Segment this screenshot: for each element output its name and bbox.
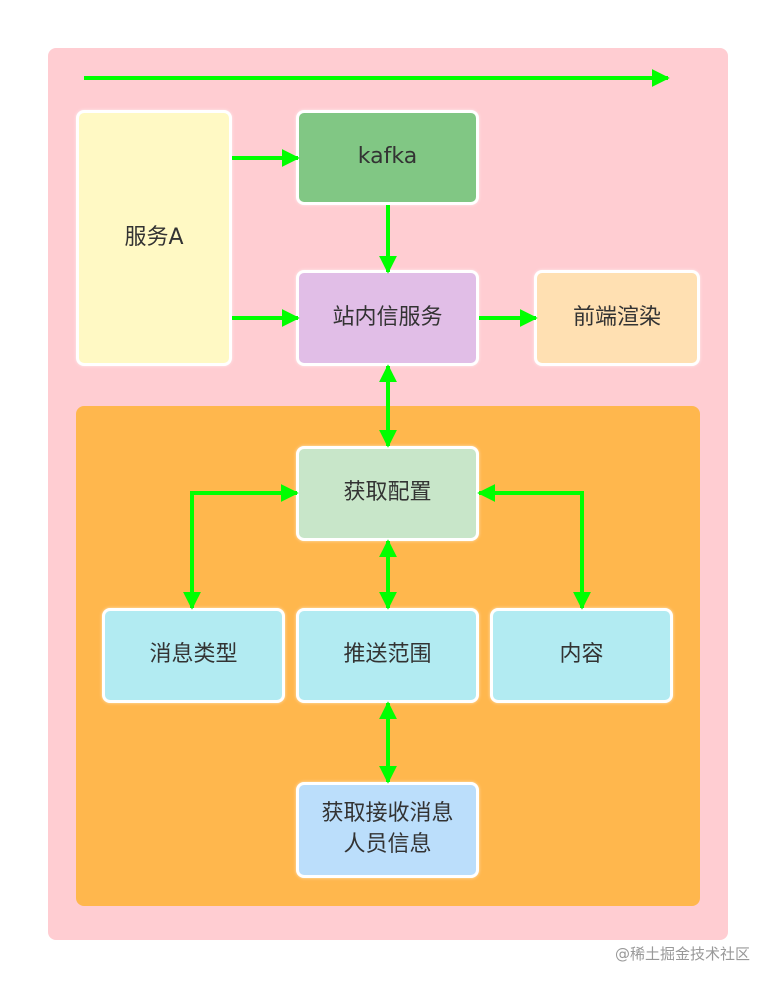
node-label: 推送范围 xyxy=(343,642,432,668)
node-label: kafka xyxy=(357,144,418,170)
node-label: 站内信服务 xyxy=(332,304,443,330)
node-frontend-render[interactable]: 前端渲染 xyxy=(534,270,700,366)
node-label: 前端渲染 xyxy=(572,304,661,330)
node-label: 获取配置 xyxy=(343,480,432,506)
node-label: 获取接收消息人员信息 xyxy=(321,801,454,857)
node-label: 服务A xyxy=(124,224,184,250)
node-label: 消息类型 xyxy=(149,642,238,668)
node-label: 内容 xyxy=(559,642,604,668)
arrow-config-content xyxy=(477,484,591,610)
arrow-config-message-type xyxy=(183,484,299,610)
node-get-recipients[interactable]: 获取接收消息人员信息 xyxy=(296,782,479,878)
watermark: @稀土掘金技术社区 xyxy=(614,945,750,963)
node-service-a[interactable]: 服务A xyxy=(76,110,232,366)
